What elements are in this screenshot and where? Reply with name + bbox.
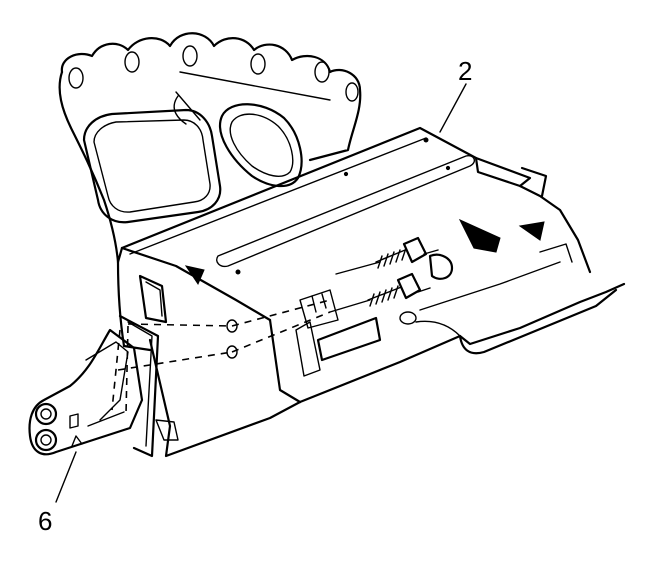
upper-flange — [58, 32, 362, 264]
bolt-upper — [335, 236, 428, 275]
callout-6: 6 — [38, 451, 77, 536]
mounting-bracket — [28, 314, 160, 458]
side-panel — [116, 246, 302, 458]
lower-shelf — [268, 243, 626, 404]
bolt-lower — [329, 272, 422, 313]
callout-2: 2 — [439, 56, 472, 133]
callout-2-label: 2 — [458, 56, 472, 86]
nut-clip — [417, 249, 454, 293]
leader-line-6 — [55, 451, 77, 503]
main-panel — [120, 126, 592, 322]
callout-6-label: 6 — [38, 506, 52, 536]
alignment-lines — [111, 299, 331, 415]
panel-openings — [82, 91, 303, 224]
leader-line-2 — [439, 83, 467, 133]
